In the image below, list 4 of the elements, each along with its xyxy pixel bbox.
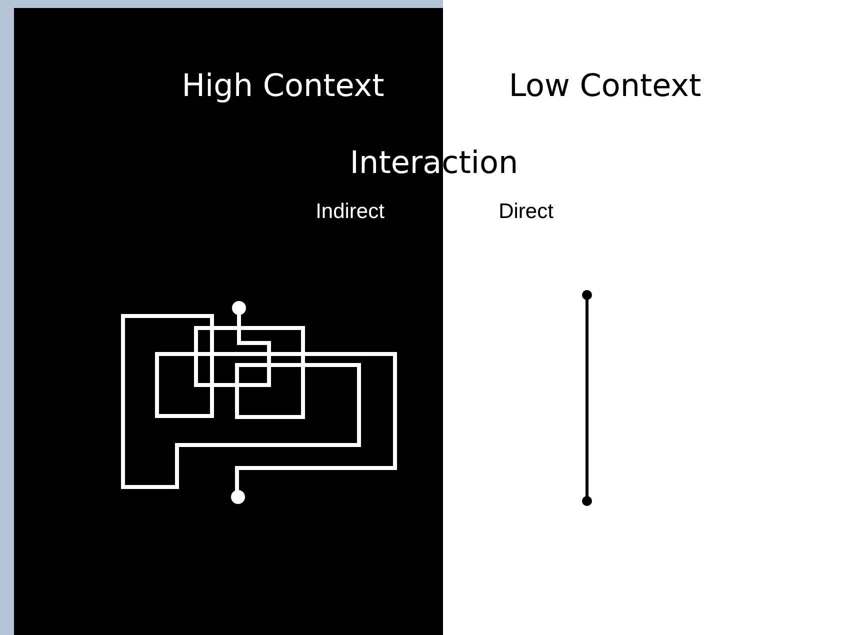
subheading: Indirect xyxy=(316,200,384,224)
heading: Low Context xyxy=(508,68,702,104)
heading: High Context xyxy=(182,68,384,104)
subheading: Direct xyxy=(498,200,554,224)
